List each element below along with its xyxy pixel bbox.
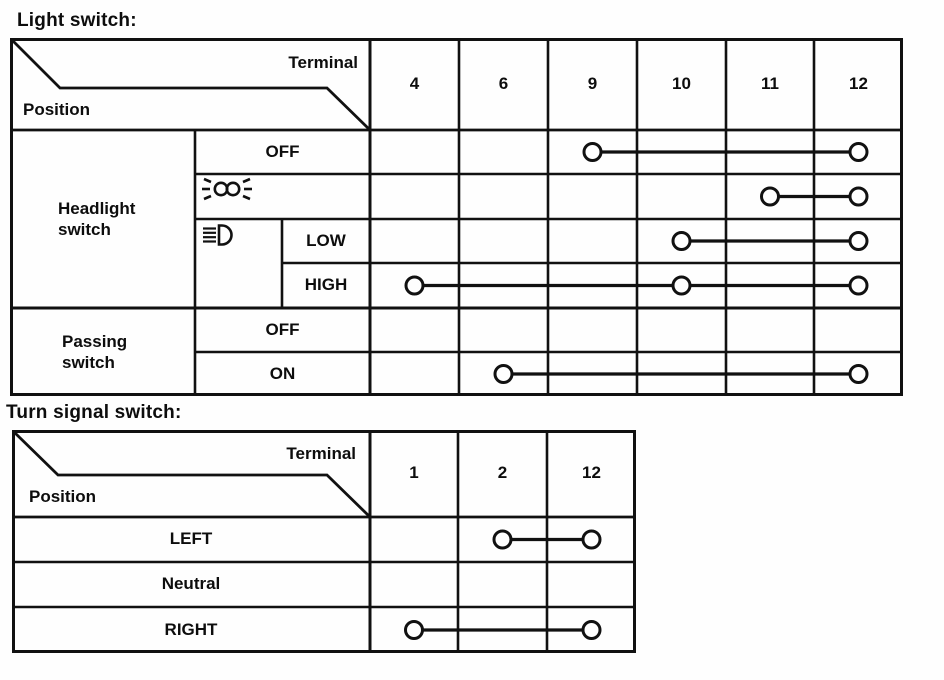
- terminal-4: 4: [409, 73, 420, 93]
- position-headlight-off: OFF: [265, 141, 300, 161]
- position-header-label: Position: [23, 100, 91, 119]
- connection-high-beam: [404, 275, 869, 296]
- position-low: LOW: [306, 230, 346, 250]
- light-switch-title: Light switch:: [17, 10, 137, 31]
- light-switch-grid: [10, 38, 903, 396]
- passing-switch-group-text: Passing switch: [62, 332, 128, 373]
- contact-circle: [848, 186, 869, 207]
- contact-circle: [848, 275, 869, 296]
- contact-circle: [581, 620, 602, 640]
- connection-layer: [404, 142, 869, 384]
- position-passing-on: ON: [269, 363, 296, 383]
- parking-lights-icon: [202, 177, 252, 201]
- headlight-switch-group-text: Headlight switch: [58, 199, 136, 240]
- position-parking-cell: [195, 174, 370, 219]
- headlight-icon: [203, 224, 233, 246]
- terminal-11: 11: [761, 73, 779, 93]
- grid-lines: [10, 38, 903, 396]
- contact-circle: [848, 364, 869, 384]
- position-right: RIGHT: [164, 619, 218, 639]
- connection-left: [492, 529, 602, 550]
- contact-circle: [671, 231, 692, 251]
- terminal-12: 12: [582, 463, 601, 483]
- connection-passing-on: [493, 364, 869, 384]
- contact-circle: [760, 186, 780, 207]
- terminal-2: 2: [497, 463, 508, 483]
- contact-circle: [848, 142, 869, 162]
- contact-circle: [404, 275, 425, 296]
- contact-circle: [848, 231, 869, 251]
- position-passing-off: OFF: [265, 319, 300, 339]
- terminal-header-label: Terminal: [286, 444, 356, 463]
- contact-circle: [582, 142, 603, 162]
- terminal-9: 9: [587, 73, 598, 93]
- header-diagonal-divider: [11, 39, 371, 132]
- connection-headlight-off: [582, 142, 869, 162]
- position-header-label: Position: [29, 487, 97, 506]
- terminal-6: 6: [498, 73, 509, 93]
- connection-parking-lights: [760, 186, 869, 207]
- terminal-1: 1: [409, 463, 419, 483]
- contact-circle: [493, 364, 514, 384]
- light-switch-table: Terminal Position 4 6 9 10 11 12 Headlig…: [10, 38, 905, 398]
- terminal-10: 10: [672, 73, 691, 93]
- position-left: LEFT: [169, 529, 213, 549]
- turn-signal-grid: [12, 430, 636, 653]
- connection-low-beam: [671, 231, 869, 251]
- headlight-switch-group-label: Headlight switch: [58, 198, 154, 241]
- turn-signal-title: Turn signal switch:: [6, 402, 182, 423]
- contact-circle: [581, 529, 602, 550]
- passing-switch-group-label: Passing switch: [62, 331, 152, 374]
- contact-circle: [671, 275, 692, 296]
- position-headlight-beam-cell: [195, 219, 282, 308]
- position-high: HIGH: [304, 275, 348, 295]
- header-diagonal-divider: [13, 430, 371, 519]
- connection-layer: [404, 529, 602, 640]
- contact-circle: [492, 529, 513, 550]
- connection-right: [404, 620, 602, 640]
- turn-signal-table: Terminal Position 1 2 12 LEFT Neutral RI…: [12, 430, 638, 655]
- terminal-12: 12: [849, 73, 868, 93]
- position-neutral: Neutral: [161, 574, 221, 594]
- grid-lines: [12, 430, 636, 653]
- contact-circle: [404, 620, 424, 640]
- terminal-header-label: Terminal: [288, 53, 358, 72]
